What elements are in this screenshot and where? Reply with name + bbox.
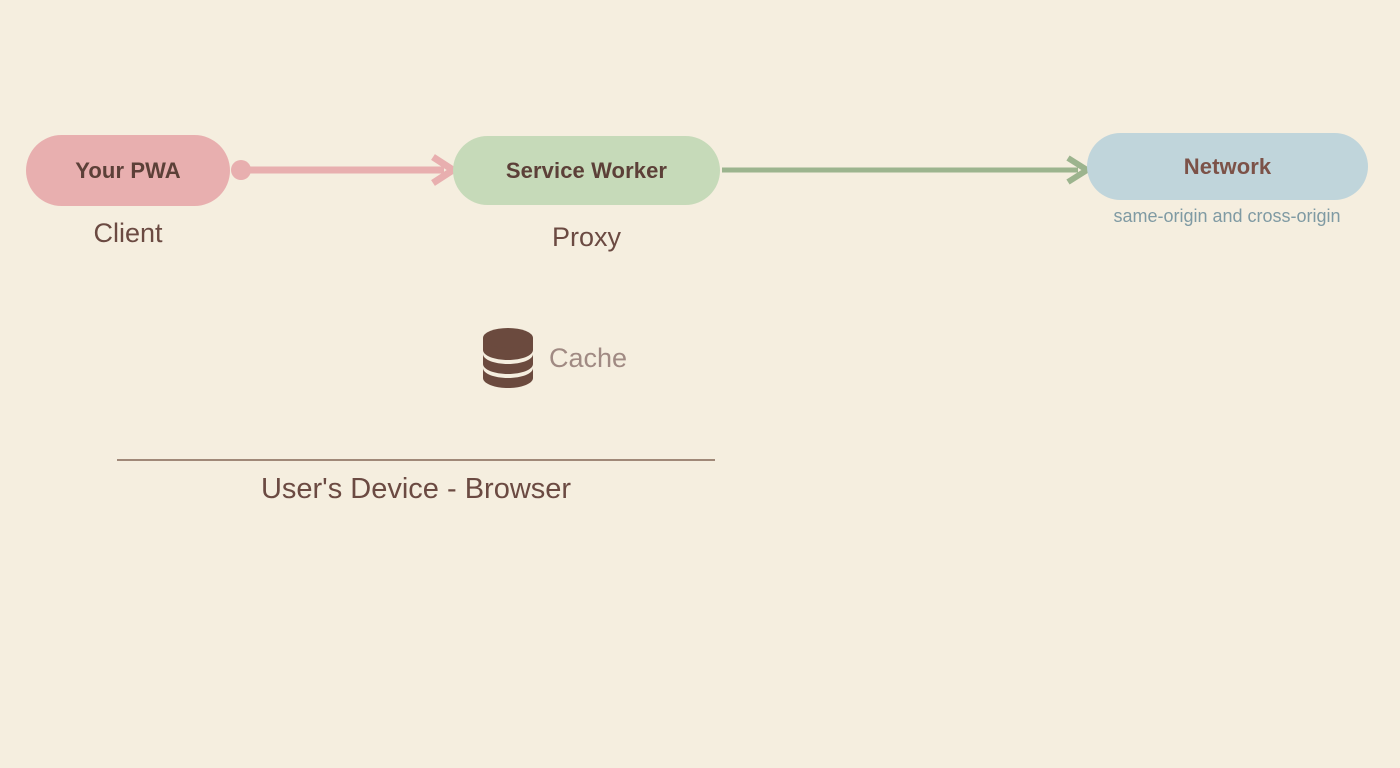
node-service-worker-caption: Proxy <box>551 222 622 252</box>
node-your-pwa-caption: Client <box>93 218 163 248</box>
cache-group[interactable]: Cache <box>483 327 683 389</box>
cache-label: Cache <box>549 342 628 373</box>
connector-pwa-to-service-worker <box>231 154 460 186</box>
connector-start-dot-icon <box>231 160 251 180</box>
node-your-pwa[interactable]: Your PWA <box>26 135 230 206</box>
arrowhead-pink-icon <box>431 154 460 186</box>
database-icon <box>483 328 533 388</box>
node-network-label: Network <box>1183 153 1272 179</box>
device-boundary-line <box>117 459 715 461</box>
arrowhead-green-icon <box>1066 155 1093 185</box>
node-your-pwa-label: Your PWA <box>75 157 181 183</box>
device-boundary-label: User's Device - Browser <box>260 473 572 505</box>
connector-service-worker-to-network <box>722 155 1093 185</box>
node-network[interactable]: Network <box>1087 133 1368 200</box>
node-service-worker[interactable]: Service Worker <box>453 136 720 205</box>
node-network-caption: same-origin and cross-origin <box>1113 206 1341 226</box>
node-service-worker-label: Service Worker <box>505 157 668 183</box>
